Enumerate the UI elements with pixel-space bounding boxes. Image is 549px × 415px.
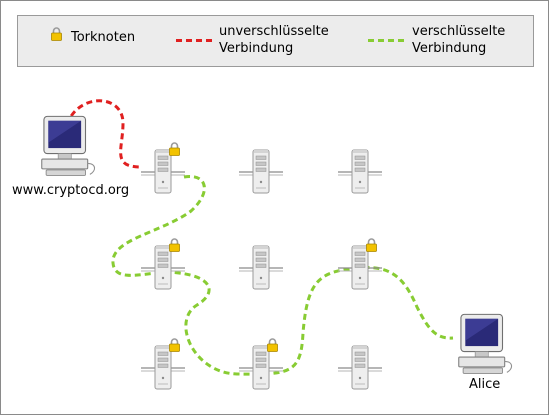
tor-node xyxy=(338,238,382,290)
legend-encrypted-line xyxy=(368,39,404,42)
server-icon xyxy=(338,345,382,390)
tor-node xyxy=(141,238,185,290)
connections xyxy=(65,99,454,376)
server-icon xyxy=(141,245,185,290)
lock-icon xyxy=(366,238,377,252)
legend-unencrypted-label: unverschlüsselte Verbindung xyxy=(219,24,329,56)
legend-tor-node-label: Torknoten xyxy=(71,30,136,45)
server-icon xyxy=(239,345,283,390)
server-icon xyxy=(141,149,185,194)
tor-node xyxy=(338,149,382,194)
legend: Torknoten unverschlüsselte Verbindung ve… xyxy=(17,15,534,67)
client-computer xyxy=(458,313,513,374)
tor-nodes xyxy=(141,142,382,390)
lock-icon xyxy=(169,238,180,252)
server-icon xyxy=(239,245,283,290)
server-label: www.cryptocd.org xyxy=(12,183,130,198)
tor-node xyxy=(338,345,382,390)
lock-icon xyxy=(169,142,180,156)
lock-icon xyxy=(169,338,180,352)
server-icon xyxy=(338,245,382,290)
legend-encrypted-label: verschlüsselte Verbindung xyxy=(412,24,506,56)
server-computer xyxy=(41,115,96,176)
lock-icon xyxy=(267,338,278,352)
tor-node xyxy=(141,142,185,194)
client-label: Alice xyxy=(469,377,501,392)
lock-icon xyxy=(51,27,62,41)
server-icon xyxy=(338,149,382,194)
tor-node xyxy=(239,338,283,390)
server-icon xyxy=(239,149,283,194)
tor-node xyxy=(239,149,283,194)
legend-unencrypted-line xyxy=(176,39,212,42)
unencrypted-connection xyxy=(65,99,142,169)
computer-icon xyxy=(41,115,96,176)
tor-node xyxy=(239,245,283,290)
tor-node xyxy=(141,338,185,390)
computer-icon xyxy=(458,313,513,374)
server-icon xyxy=(141,345,185,390)
